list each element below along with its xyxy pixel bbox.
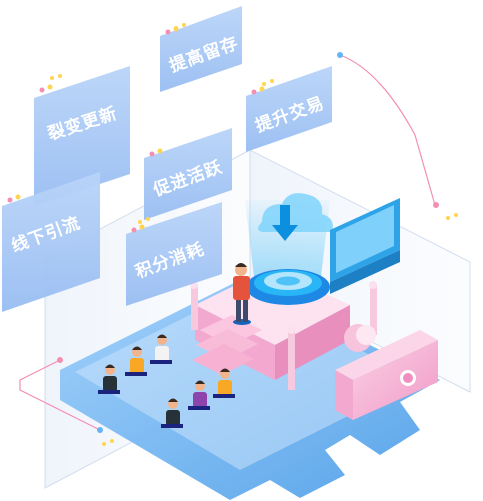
panel-3: 提升交易 [246,66,332,152]
cloud-icon [258,193,333,232]
panel-5: 线下引流 [2,172,100,312]
stage-post [288,330,295,390]
panel-1: 裂变更新 [34,66,130,206]
panel-2: 提高留存 [160,6,242,92]
connectors [19,52,439,433]
audience-member [150,334,172,364]
audience [98,334,235,428]
audience-member [98,364,120,394]
info-box [335,324,438,420]
stage-post [191,285,198,330]
download-arrow-icon [272,205,298,241]
audience-member [213,368,235,398]
hologram [245,193,333,305]
stage [190,268,377,390]
sparkles [50,23,458,446]
panel-6: 积分消耗 [126,202,222,306]
audience-member [125,346,147,376]
panel-4: 促进活跃 [144,128,232,220]
audience-member [188,380,210,410]
monitor [330,61,400,294]
stage-post [370,285,377,335]
presenter [233,263,251,325]
audience-member [161,398,183,428]
